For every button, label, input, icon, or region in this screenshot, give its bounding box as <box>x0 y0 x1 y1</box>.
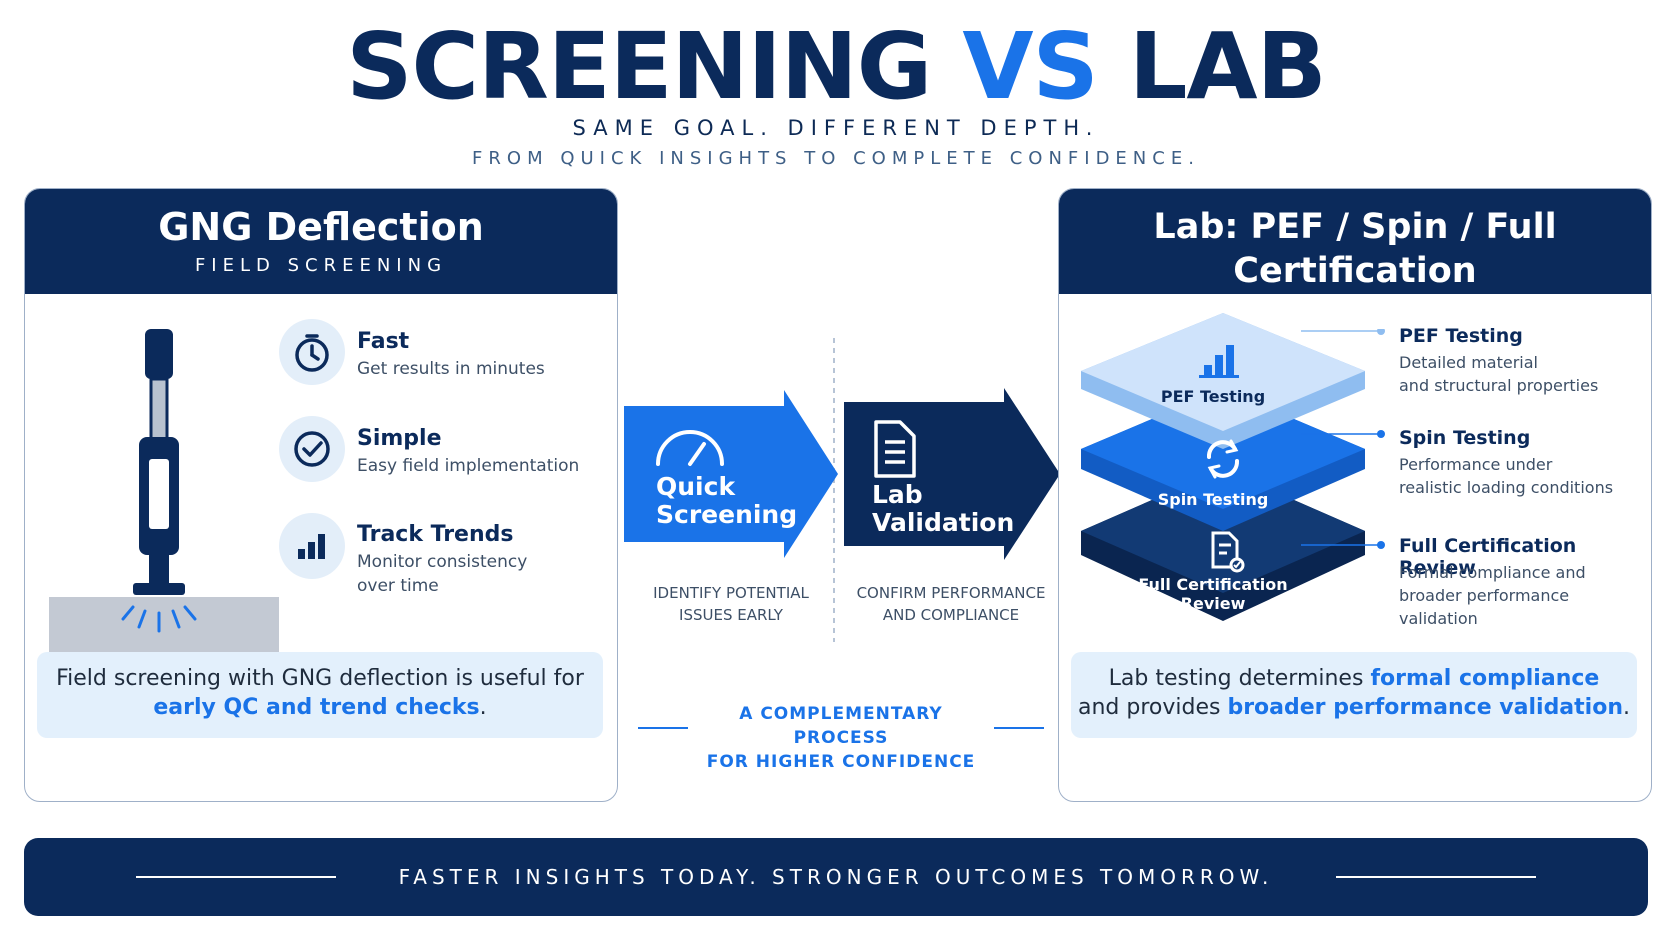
document-icon <box>874 420 916 478</box>
lab-validation-label: Lab Validation <box>872 480 1015 537</box>
layer-connectors <box>1301 329 1385 549</box>
footer-tagline: FASTER INSIGHTS TODAY. STRONGER OUTCOMES… <box>398 865 1274 889</box>
bar-chart-icon <box>1199 345 1239 378</box>
signal-lines-icon <box>121 605 197 633</box>
feature-desc-simple: Easy field implementation <box>357 456 580 476</box>
lab-validation-arrow <box>844 388 1060 560</box>
lab-note-highlight1: formal compliance <box>1370 666 1600 691</box>
title-part1: SCREENING <box>346 13 932 120</box>
process-arrows <box>624 338 1060 642</box>
full-certification-detail-desc: Formal compliance and broader performanc… <box>1399 563 1586 628</box>
spin-layer-label: Spin Testing <box>1158 490 1269 509</box>
middle-note-line-right <box>994 727 1044 729</box>
full-certification-layer-label-line2: Review <box>1181 594 1246 613</box>
refresh-icon <box>1207 439 1239 479</box>
field-screening-header: GNG Deflection FIELD SCREENING <box>25 189 617 294</box>
lab-note-highlight2: broader performance validation <box>1227 695 1623 720</box>
feature-title-fast: Fast <box>357 329 410 354</box>
spin-detail-title: Spin Testing <box>1399 427 1531 449</box>
quick-screening-arrow <box>624 390 838 558</box>
footer-line-left <box>136 876 336 878</box>
speedometer-icon <box>656 430 724 466</box>
checkmark-icon <box>294 431 330 467</box>
field-screening-subtitle: FIELD SCREENING <box>194 255 448 276</box>
field-note-highlight: early QC and trend checks <box>153 695 480 720</box>
field-screening-card: GNG Deflection FIELD SCREENING Fast Get … <box>24 188 618 802</box>
pef-detail-desc: Detailed material and structural propert… <box>1399 353 1599 395</box>
subtitle-secondary: FROM QUICK INSIGHTS TO COMPLETE CONFIDEN… <box>472 148 1200 169</box>
feature-title-simple: Simple <box>357 426 442 451</box>
footer-banner: FASTER INSIGHTS TODAY. STRONGER OUTCOMES… <box>24 838 1648 916</box>
feature-desc-track-trends: Monitor consistency over time <box>357 552 528 596</box>
field-screening-note: Field screening with GNG deflection is u… <box>37 652 603 738</box>
lab-validation-note: Lab testing determines formal compliance… <box>1071 652 1637 738</box>
title-part2: LAB <box>1128 13 1327 120</box>
quick-screening-caption: IDENTIFY POTENTIAL ISSUES EARLY <box>653 584 809 624</box>
feature-icon-circle-track-trends <box>279 513 345 579</box>
middle-note-line-left <box>638 727 688 729</box>
field-screening-title: GNG Deflection <box>158 205 484 249</box>
bar-chart-icon <box>298 534 325 559</box>
complementary-process-note: A COMPLEMENTARY PROCESS FOR HIGHER CONFI… <box>706 704 976 772</box>
title-vs: VS <box>962 13 1098 120</box>
lab-validation-header: Lab: PEF / Spin / Full Certification COM… <box>1059 189 1651 320</box>
feature-desc-fast: Get results in minutes <box>357 359 545 379</box>
pef-layer-label: PEF Testing <box>1161 387 1265 406</box>
full-certification-layer-label-line1: Full Certification <box>1138 575 1287 594</box>
lab-validation-card: Lab: PEF / Spin / Full Certification COM… <box>1058 188 1652 802</box>
pef-detail-title: PEF Testing <box>1399 325 1523 347</box>
page-title: SCREENING VS LAB <box>0 12 1672 122</box>
lab-card-title: Lab: PEF / Spin / Full Certification <box>1153 207 1557 291</box>
spin-detail-desc: Performance under realistic loading cond… <box>1399 455 1614 497</box>
footer-line-right <box>1336 876 1536 878</box>
quick-screening-label: Quick Screening <box>656 472 798 529</box>
feature-icon-circle-simple <box>279 416 345 482</box>
feature-icon-circle-fast <box>279 319 345 385</box>
deflection-device-illustration <box>49 329 279 669</box>
stopwatch-icon <box>295 334 329 372</box>
lab-validation-caption: CONFIRM PERFORMANCE AND COMPLIANCE <box>856 584 1046 624</box>
subtitle-primary: SAME GOAL. DIFFERENT DEPTH. <box>572 116 1100 140</box>
feature-title-track-trends: Track Trends <box>357 522 514 547</box>
testing-layer-stack: PEF Testing Spin Testing Full Certificat… <box>1081 313 1365 621</box>
document-check-icon <box>1211 531 1245 573</box>
lab-card-subtitle: COMPREHENSIVE VALIDATION <box>1148 299 1562 320</box>
full-certification-detail-title: Full Certification Review <box>1399 535 1577 579</box>
